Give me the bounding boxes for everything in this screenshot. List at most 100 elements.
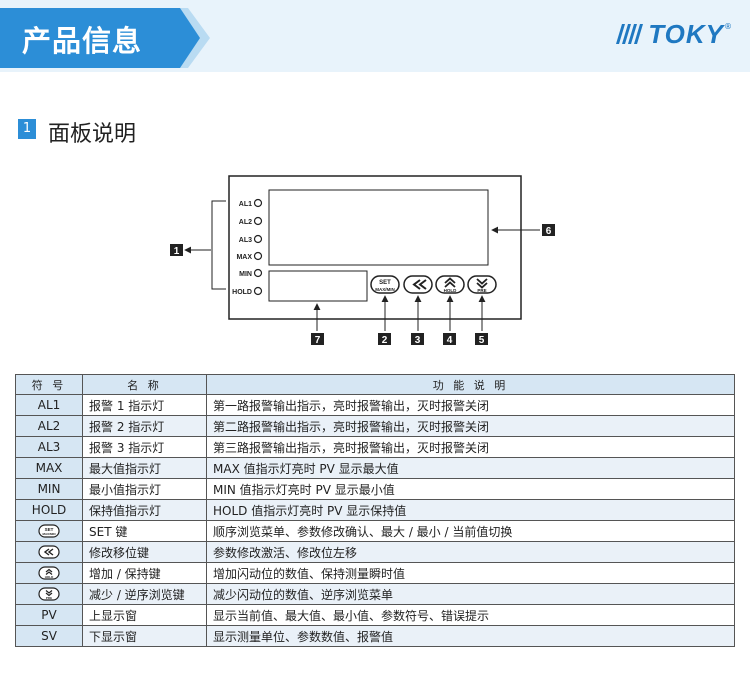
row-name: SET 键 — [82, 520, 207, 542]
set-key[interactable]: SET MAX/MIN — [370, 275, 400, 294]
row-description: MAX 值指示灯亮时 PV 显示最大值 — [206, 457, 735, 479]
led-label-hold: HOLD — [232, 289, 252, 296]
logo-text: TOKY — [648, 19, 724, 49]
section-number: 1 — [18, 119, 36, 139]
shift-left-key[interactable] — [403, 275, 433, 294]
down-pre-button-icon: PRE — [38, 587, 60, 601]
led-bracket — [211, 200, 226, 290]
callout-5: 5 — [475, 333, 488, 346]
row-description: MIN 值指示灯亮时 PV 显示最小值 — [206, 478, 735, 500]
row-name: 报警 1 指示灯 — [82, 394, 207, 416]
down-pre-key[interactable]: PRE — [467, 275, 497, 294]
table-row: AL3 报警 3 指示灯 第三路报警输出指示，亮时报警输出，灭时报警关闭 — [15, 436, 735, 458]
svg-text:SET: SET — [379, 280, 391, 286]
header-name: 名 称 — [82, 374, 207, 395]
led-min — [253, 268, 263, 278]
header-description: 功 能 说 明 — [206, 374, 735, 395]
row-name: 报警 2 指示灯 — [82, 415, 207, 437]
header-title-tab — [0, 8, 210, 68]
panel-diagram: AL1 AL2 AL3 MAX MIN HOLD SET MAX/MIN HOL… — [170, 175, 555, 346]
svg-text:1: 1 — [174, 246, 180, 257]
table-row: SV 下显示窗 显示测量单位、参数数值、报警值 — [15, 625, 735, 647]
led-label-min: MIN — [239, 271, 252, 278]
header-symbol: 符 号 — [15, 374, 83, 395]
led-max — [253, 251, 263, 261]
led-al3 — [253, 234, 263, 244]
row-description: 第三路报警输出指示，亮时报警输出，灭时报警关闭 — [206, 436, 735, 458]
table-row: HOLD 增加 / 保持键 增加闪动位的数值、保持测量瞬时值 — [15, 562, 735, 584]
row-symbol: SV — [15, 625, 83, 647]
row-description: 增加闪动位的数值、保持测量瞬时值 — [206, 562, 735, 584]
set-button-icon: SET MAX/MIN — [38, 524, 60, 538]
table-row: AL2 报警 2 指示灯 第二路报警输出指示，亮时报警输出，灭时报警关闭 — [15, 415, 735, 437]
toky-logo: TOKY ® — [610, 19, 732, 49]
up-hold-button-icon: HOLD — [38, 566, 60, 580]
row-symbol: HOLD — [15, 562, 83, 584]
row-name: 修改移位键 — [82, 541, 207, 563]
row-description: HOLD 值指示灯亮时 PV 显示保持值 — [206, 499, 735, 521]
callout-4: 4 — [443, 333, 456, 346]
svg-text:MAX/MIN: MAX/MIN — [375, 287, 395, 292]
row-name: 最大值指示灯 — [82, 457, 207, 479]
callout-2: 2 — [378, 333, 391, 346]
sv-display-window — [268, 270, 368, 302]
table-row: AL1 报警 1 指示灯 第一路报警输出指示，亮时报警输出，灭时报警关闭 — [15, 394, 735, 416]
row-symbol: MAX — [15, 457, 83, 479]
led-al2 — [253, 216, 263, 226]
led-label-al3: AL3 — [239, 237, 252, 244]
callout-3: 3 — [411, 333, 424, 346]
callout-1: 1 — [170, 244, 183, 257]
table-header-row: 符 号 名 称 功 能 说 明 — [15, 374, 735, 395]
svg-text:2: 2 — [382, 335, 388, 346]
header-bar: 产品信息 TOKY ® — [0, 0, 750, 72]
row-description: 第二路报警输出指示，亮时报警输出，灭时报警关闭 — [206, 415, 735, 437]
row-symbol: PV — [15, 604, 83, 626]
logo-registered: ® — [724, 22, 732, 31]
row-name: 报警 3 指示灯 — [82, 436, 207, 458]
row-name: 下显示窗 — [82, 625, 207, 647]
svg-text:7: 7 — [315, 335, 321, 346]
header-title: 产品信息 — [22, 24, 143, 58]
callout-7: 7 — [311, 333, 324, 346]
row-description: 减少闪动位的数值、逆序浏览菜单 — [206, 583, 735, 605]
table-row: PV 上显示窗 显示当前值、最大值、最小值、参数符号、错误提示 — [15, 604, 735, 626]
led-label-max: MAX — [236, 254, 252, 261]
led-hold — [253, 286, 263, 296]
row-symbol: AL1 — [15, 394, 83, 416]
svg-text:3: 3 — [415, 335, 421, 346]
led-label-al2: AL2 — [239, 219, 252, 226]
svg-text:6: 6 — [546, 226, 552, 237]
pv-display-window — [268, 189, 489, 266]
table-row: PRE 减少 / 逆序浏览键 减少闪动位的数值、逆序浏览菜单 — [15, 583, 735, 605]
svg-text:5: 5 — [479, 335, 485, 346]
table-row: SET MAX/MIN SET 键 顺序浏览菜单、参数修改确认、最大 / 最小 … — [15, 520, 735, 542]
logo-stripes-icon — [616, 24, 644, 44]
row-description: 参数修改激活、修改位左移 — [206, 541, 735, 563]
row-symbol: HOLD — [15, 499, 83, 521]
row-name: 上显示窗 — [82, 604, 207, 626]
row-symbol — [15, 541, 83, 563]
led-al1 — [253, 198, 263, 208]
section-title: 面板说明 — [48, 122, 137, 147]
row-symbol: MIN — [15, 478, 83, 500]
svg-text:PRE: PRE — [477, 288, 486, 293]
row-name: 减少 / 逆序浏览键 — [82, 583, 207, 605]
row-name: 增加 / 保持键 — [82, 562, 207, 584]
row-name: 最小值指示灯 — [82, 478, 207, 500]
row-symbol: AL3 — [15, 436, 83, 458]
table-row: 修改移位键 参数修改激活、修改位左移 — [15, 541, 735, 563]
row-symbol: SET MAX/MIN — [15, 520, 83, 542]
row-symbol: PRE — [15, 583, 83, 605]
row-description: 第一路报警输出指示，亮时报警输出，灭时报警关闭 — [206, 394, 735, 416]
row-description: 顺序浏览菜单、参数修改确认、最大 / 最小 / 当前值切换 — [206, 520, 735, 542]
table-row: HOLD 保持值指示灯 HOLD 值指示灯亮时 PV 显示保持值 — [15, 499, 735, 521]
row-description: 显示测量单位、参数数值、报警值 — [206, 625, 735, 647]
svg-text:HOLD: HOLD — [444, 288, 457, 293]
up-hold-key[interactable]: HOLD — [435, 275, 465, 294]
row-symbol: AL2 — [15, 415, 83, 437]
led-label-al1: AL1 — [239, 201, 252, 208]
row-name: 保持值指示灯 — [82, 499, 207, 521]
svg-text:SET: SET — [45, 527, 54, 532]
panel-function-table: 符 号 名 称 功 能 说 明 AL1 报警 1 指示灯 第一路报警输出指示，亮… — [15, 374, 735, 647]
svg-text:PRE: PRE — [46, 596, 52, 600]
